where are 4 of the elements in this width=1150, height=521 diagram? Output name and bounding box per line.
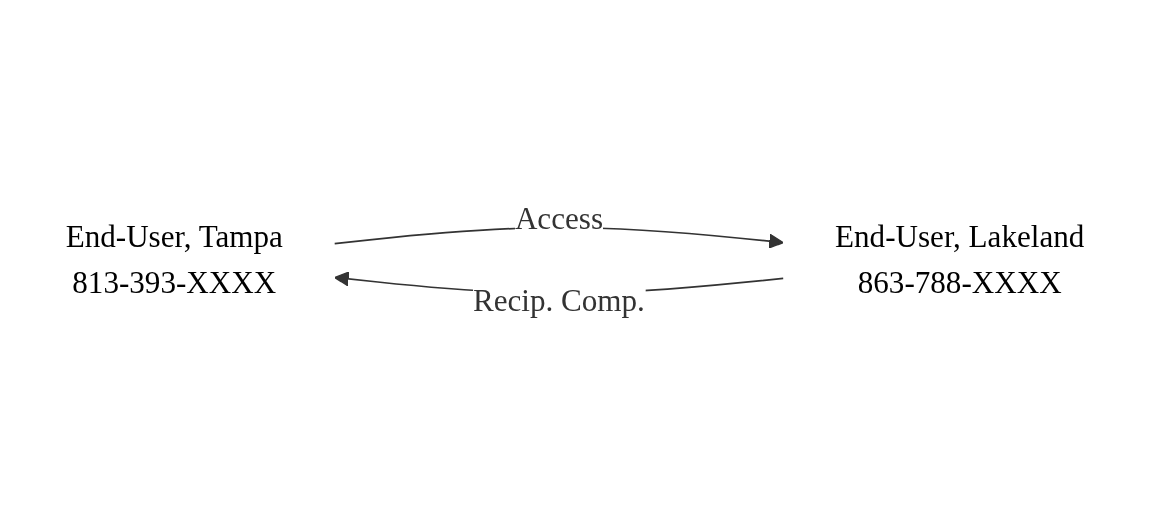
node-text: End-User, Tampa 813-393-XXXX <box>65 219 283 301</box>
node-text: End-User, Lakeland 863-788-XXXX <box>835 219 1085 301</box>
edge-label: Access <box>514 201 603 237</box>
edge-label: Recip. Comp. <box>472 282 645 318</box>
